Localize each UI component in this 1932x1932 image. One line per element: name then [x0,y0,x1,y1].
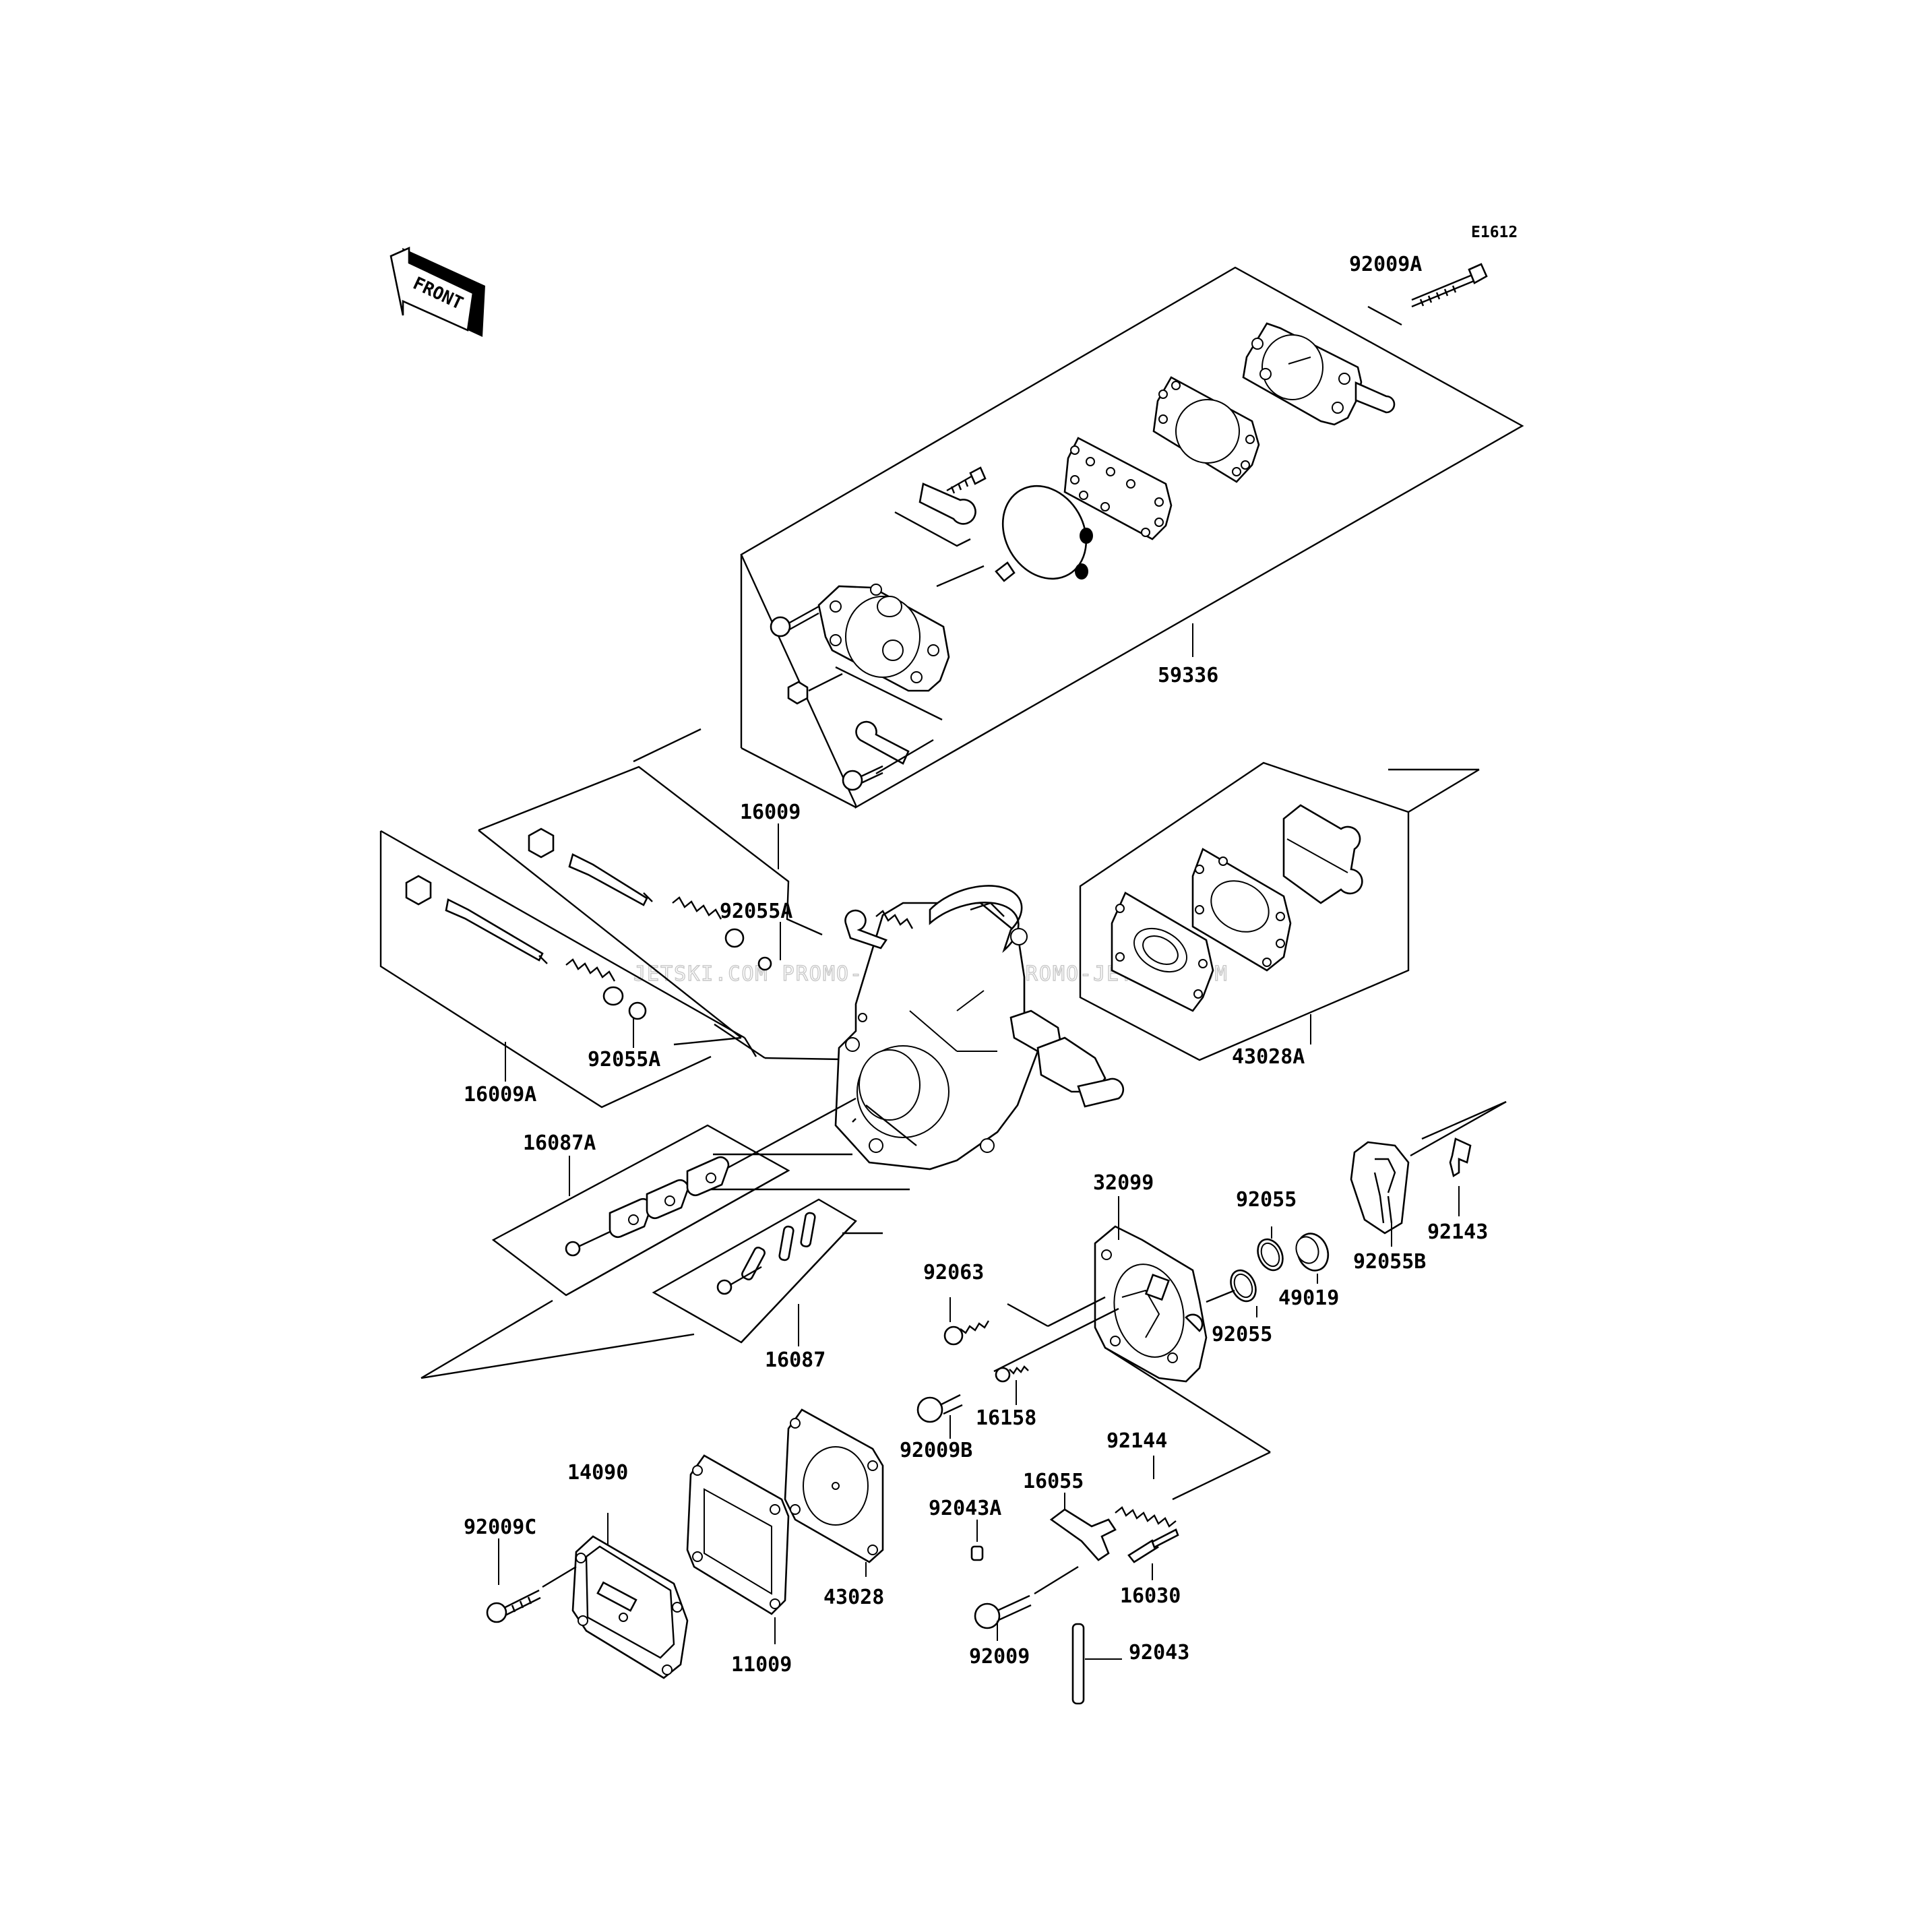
label-43028A: 43028A [1232,1045,1305,1069]
screw-icon [842,765,883,791]
cover [1350,1141,1410,1247]
check-valve-disc [1001,485,1093,580]
valve-flap [855,720,934,775]
label-92009A: 92009A [1349,253,1422,276]
label-11009: 11009 [731,1653,792,1677]
label-49019: 49019 [1278,1286,1339,1310]
screw-icon [486,1538,541,1623]
label-92043: 92043 [1129,1641,1189,1664]
group-16087A [491,1124,790,1297]
group-59336 [633,263,1524,809]
bracket [646,1179,689,1219]
label-92055B: 92055B [1353,1250,1426,1274]
cap [1295,1233,1330,1284]
screw-icon [770,605,819,637]
group-16009 [478,766,823,1046]
diaphragm [1191,848,1292,972]
label-92055A-lower: 92055A [588,1048,660,1071]
label-14090: 14090 [567,1461,628,1485]
pump-cover [1242,322,1396,426]
label-16055: 16055 [1023,1470,1084,1493]
bracket [609,1198,652,1238]
label-16009: 16009 [740,801,801,824]
front-arrow-icon: FRONT [389,246,485,337]
label-92055-lower: 92055 [1212,1323,1272,1346]
valve-flap [894,466,987,547]
bolt-icon [1411,263,1488,308]
label-16158: 16158 [976,1406,1036,1430]
screw-icon [974,1594,1032,1641]
pin [1071,1623,1122,1705]
cover-14090 [571,1513,689,1679]
float-bowl [1094,1225,1208,1383]
gasket [1111,892,1214,1012]
screw-icon [916,1394,963,1439]
gasket-11009 [686,1454,790,1644]
label-92063: 92063 [923,1261,984,1284]
label-16009A: 16009A [464,1083,536,1107]
part-labels: 92009A 59336 16009 92055A 92055A 16009A … [464,253,1488,1677]
label-92143: 92143 [1427,1220,1488,1244]
nut-icon [787,673,843,705]
diagram-code: E1612 [1471,224,1518,241]
label-92055A-upper: 92055A [720,900,792,923]
label-92009: 92009 [969,1645,1030,1669]
gasket [1152,376,1260,483]
plug [970,1545,984,1561]
group-16087 [652,1188,910,1346]
label-92055-upper: 92055 [1236,1188,1297,1212]
label-59336: 59336 [1158,664,1218,687]
group-16009A [379,830,843,1109]
needle-valve [1127,1528,1179,1580]
pump-body [817,584,950,692]
jet [995,1365,1029,1405]
label-16030: 16030 [1120,1584,1181,1608]
carburetor-body [693,885,1125,1187]
spring-icon [1115,1456,1177,1528]
label-92009C: 92009C [464,1516,536,1539]
bracket [686,1156,730,1196]
label-92009B: 92009B [900,1439,972,1462]
label-92144: 92144 [1107,1429,1167,1453]
clip [1449,1138,1472,1216]
gasket [1282,804,1363,904]
screw-icon [716,1266,762,1295]
group-43028A [1079,761,1480,1061]
diaphragm [1063,437,1173,540]
label-92043A: 92043A [929,1497,1001,1520]
screw-icon [565,1230,611,1257]
diaphragm-43028 [784,1408,884,1577]
label-16087A: 16087A [523,1131,596,1155]
label-32099: 32099 [1093,1171,1154,1195]
label-43028: 43028 [823,1586,884,1609]
label-16087: 16087 [765,1348,825,1372]
float-arm [1049,1493,1117,1561]
screw-icon [943,1297,990,1346]
